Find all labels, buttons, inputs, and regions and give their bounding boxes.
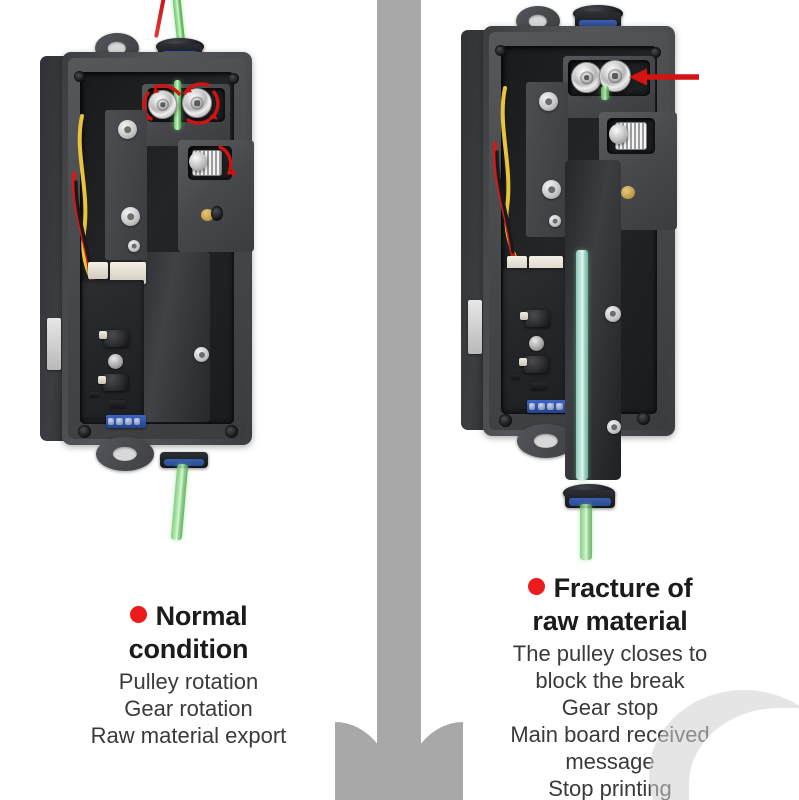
gear-rotation-arrow <box>213 144 241 184</box>
switch-pad-upper-right <box>520 312 528 320</box>
corner-hole-top-right-right <box>650 47 661 58</box>
switch-pad-lower-left <box>98 376 106 384</box>
caption-normal-body-line-3: Raw material export <box>90 723 287 748</box>
panel-divider-base <box>335 722 463 800</box>
caption-normal: Normal condition Pulley rotation Gear ro… <box>0 600 377 749</box>
bottom-fitting-blue-collar-right <box>569 498 611 506</box>
tactile-switch-lower-left <box>103 374 128 391</box>
drive-gear-hub-right <box>609 124 628 144</box>
lever-screw-lower-right <box>542 180 561 199</box>
caption-normal-body: Pulley rotation Gear rotation Raw materi… <box>0 668 377 749</box>
pulley-right-bearing <box>182 88 212 118</box>
panel-normal-condition: Normal condition Pulley rotation Gear ro… <box>0 0 377 800</box>
mount-tab-bottom-left <box>96 437 154 471</box>
caption-normal-heading-line-1: Normal <box>155 601 248 631</box>
filament-exit-normal <box>170 463 189 541</box>
tube-screw-lower <box>607 420 621 434</box>
switch-pad-upper-left <box>99 331 107 339</box>
brass-insert-right <box>621 186 635 199</box>
device-photo-normal <box>0 0 377 560</box>
fitting-blue-collar-right <box>578 19 618 27</box>
bottom-fitting-fracture <box>565 490 615 508</box>
red-bullet-icon <box>129 606 147 623</box>
corner-hole-bottom-right-right <box>637 412 650 425</box>
tactile-switch-lower-right <box>524 356 549 373</box>
potentiometer-left <box>108 354 123 369</box>
panel-fracture-of-raw-material: Fracture of raw material The pulley clos… <box>421 0 799 800</box>
caption-normal-body-line-1: Pulley rotation <box>118 669 259 694</box>
lever-screw-lower-left <box>121 207 140 226</box>
potentiometer-right <box>529 336 544 351</box>
micro-usb-port-left <box>47 318 61 370</box>
switch-pad-lower-right <box>519 358 527 366</box>
lever-screw-small-right <box>549 215 561 227</box>
pulley-right-bearing-closed <box>599 60 631 92</box>
pulley-left-rotation-arrow <box>139 82 187 128</box>
screw-terminal-right <box>527 400 569 413</box>
micro-usb-port-right <box>468 300 482 354</box>
caption-fracture-heading: Fracture of raw material <box>421 572 799 638</box>
gear-shaft-hole-left <box>211 206 223 221</box>
caption-fracture-heading-line-2: raw material <box>532 606 688 636</box>
filament-broken-stub <box>601 86 609 100</box>
red-bullet-icon <box>527 578 545 595</box>
corner-hole-bottom-right <box>225 425 238 438</box>
top-fitting-fracture <box>575 12 621 29</box>
screw-terminal-left <box>106 415 146 428</box>
tube-screw-upper <box>605 306 621 322</box>
caption-normal-body-line-2: Gear rotation <box>124 696 253 721</box>
closed-pulley-pointer-arrow <box>625 65 701 89</box>
resistor-left <box>90 392 99 398</box>
caption-normal-heading-line-2: condition <box>128 634 249 664</box>
jst-connector-left <box>110 262 146 284</box>
lever-screw-upper-right <box>539 92 558 111</box>
lever-screw-upper-left <box>118 120 137 139</box>
corner-hole-bottom-left <box>78 425 91 438</box>
pulley-left-bearing <box>148 90 177 119</box>
brass-insert-left <box>201 209 214 221</box>
caption-fracture: Fracture of raw material The pulley clos… <box>421 572 799 800</box>
filament-channel-left <box>142 252 210 422</box>
caption-normal-heading: Normal condition <box>0 600 377 666</box>
bottom-fitting-normal <box>160 452 208 468</box>
pulley-left-bearing-closed <box>571 62 602 93</box>
ic-chip-right <box>531 382 547 391</box>
drive-gear-hub-left <box>189 152 207 171</box>
mainboard-pcb-left <box>82 280 144 420</box>
channel-screw-left <box>194 347 209 362</box>
panel-divider <box>377 0 421 800</box>
ic-chip-left <box>110 400 126 409</box>
caption-fracture-body-line-2: block the break <box>535 668 685 693</box>
pulley-right-rotation-arrow <box>174 80 224 128</box>
bottom-fitting-blue-collar <box>163 459 205 466</box>
corner-hole-top-left <box>74 71 85 82</box>
resistor-right <box>511 374 520 380</box>
caption-fracture-heading-line-1: Fracture of <box>553 573 693 603</box>
filament-between-pulleys-normal <box>174 80 181 130</box>
corner-hole-bottom-left-right <box>499 414 512 427</box>
corner-hole-top-right <box>228 73 239 84</box>
tactile-switch-upper-right <box>525 310 550 327</box>
caption-fracture-body-line-3: Gear stop <box>561 695 659 720</box>
red-wire-top <box>154 0 166 38</box>
lever-screw-small-left <box>128 240 140 252</box>
jst-connector-left-2 <box>88 262 108 279</box>
tactile-switch-upper-left <box>104 330 129 347</box>
caption-fracture-body-line-5: message <box>565 749 655 774</box>
filament-inside-tube <box>576 250 588 480</box>
filament-exit-fracture <box>580 504 592 560</box>
caption-fracture-body-line-1: The pulley closes to <box>512 641 708 666</box>
corner-hole-top-left-right <box>495 45 506 56</box>
device-photo-fracture <box>421 0 799 560</box>
